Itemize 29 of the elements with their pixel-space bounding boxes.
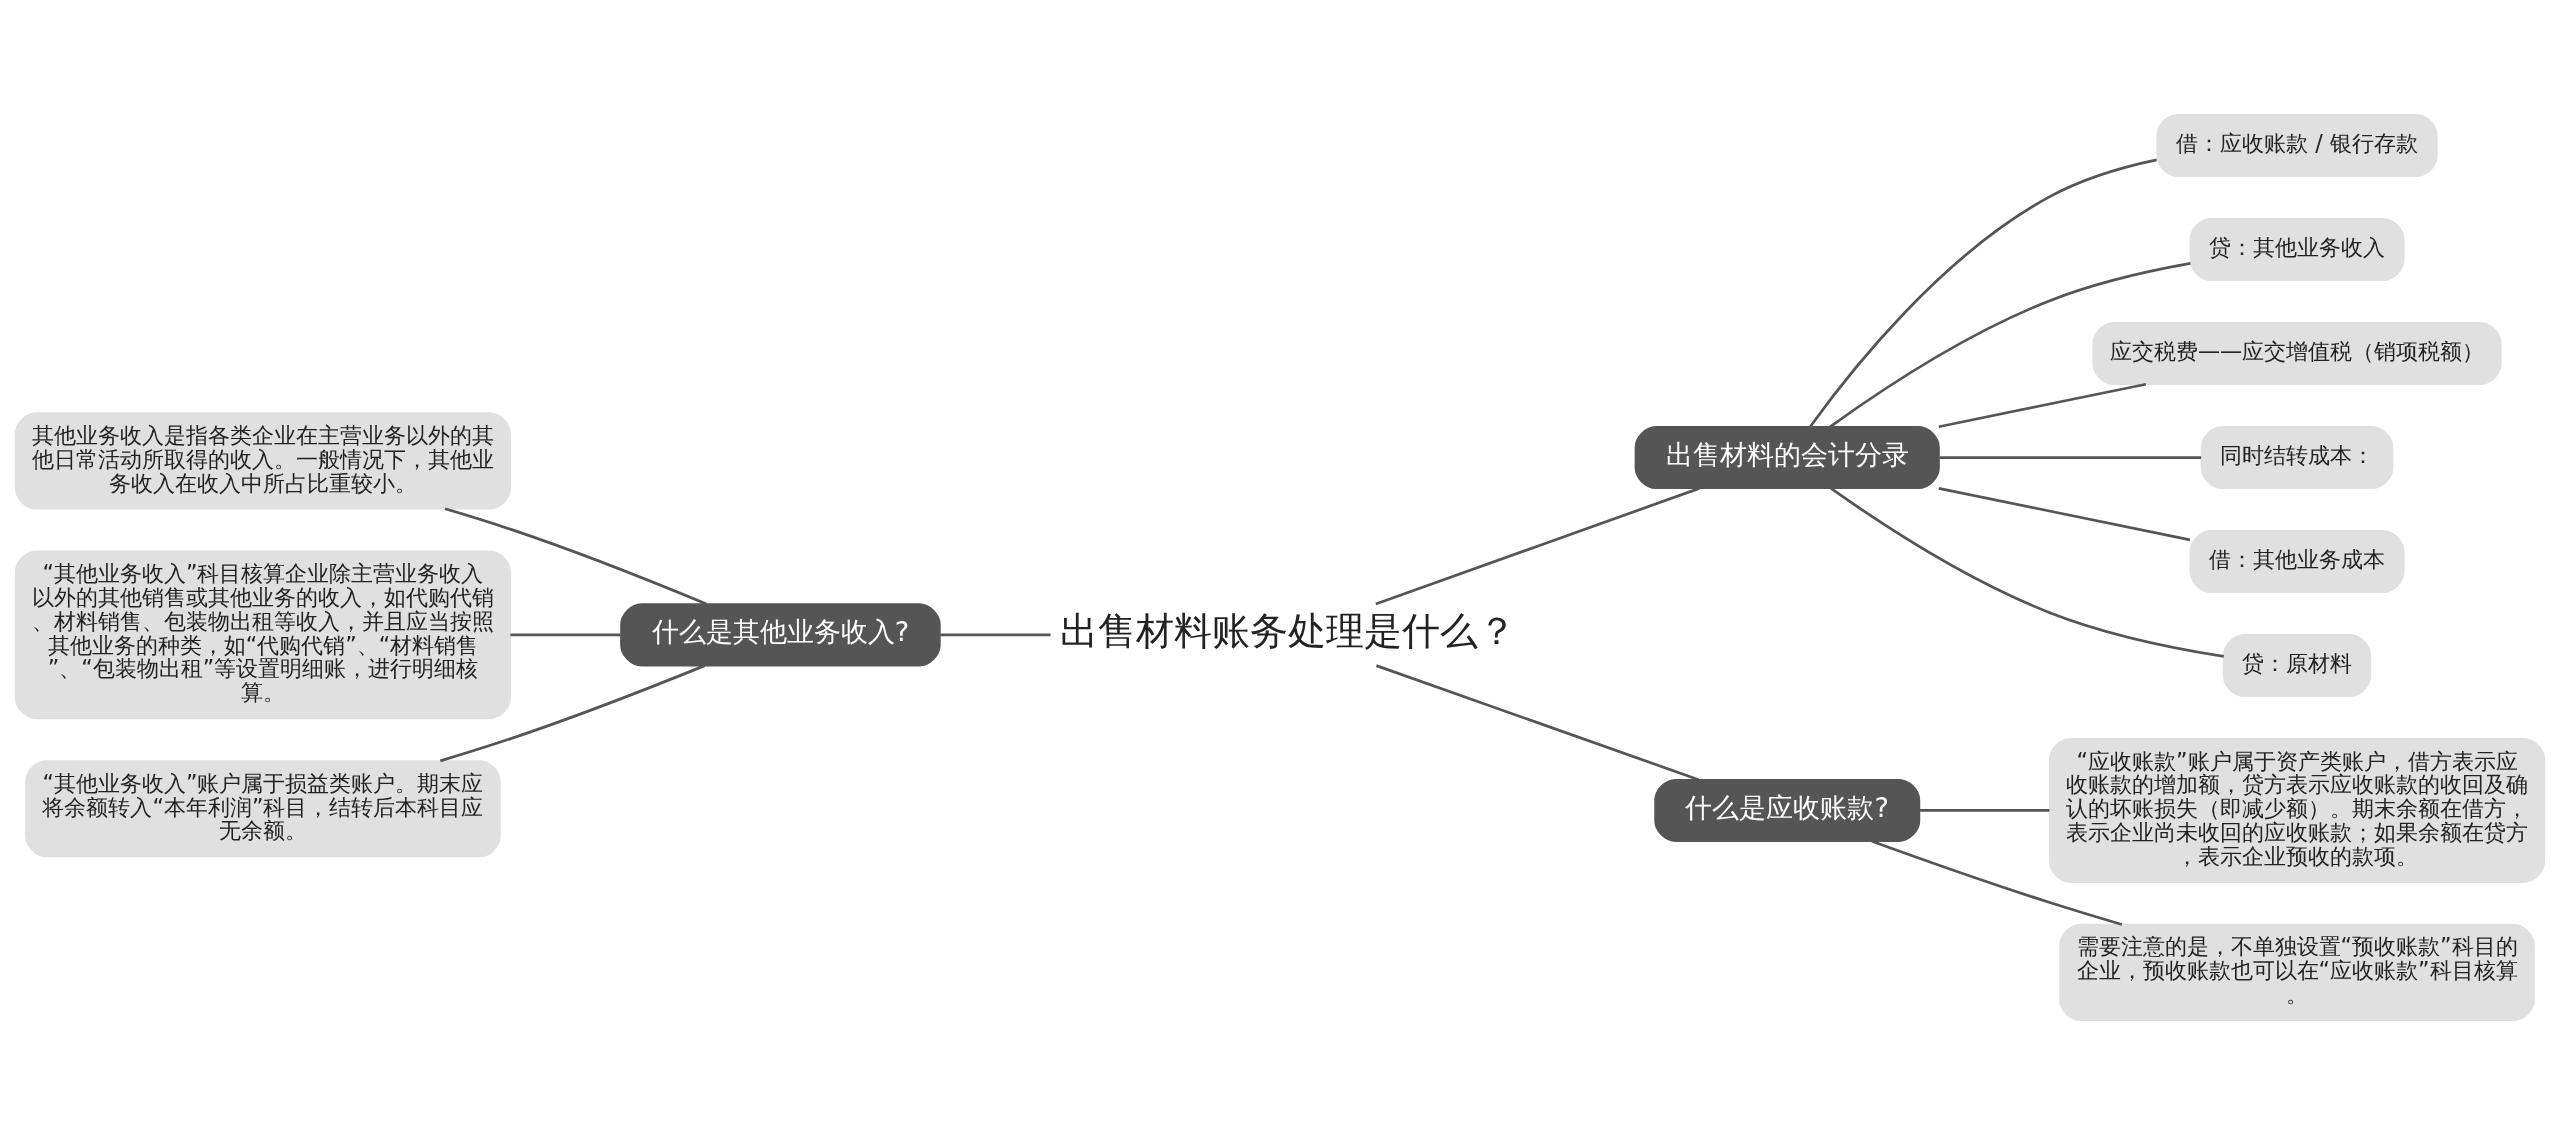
connector <box>1920 809 2050 812</box>
connector <box>1938 486 2191 542</box>
node-box: 什么是应收账款? <box>1654 778 1921 842</box>
node-box: 借：应收账款 / 银行存款 <box>2156 113 2438 178</box>
node-box: 同时结转成本： <box>2200 426 2394 490</box>
node-text: 出售材料账务处理是什么？ <box>1059 609 1516 654</box>
connector <box>439 664 706 763</box>
connector <box>1939 456 2202 459</box>
connector <box>1830 487 2224 658</box>
connector <box>1871 839 2123 926</box>
node-box: 贷：原材料 <box>2222 634 2372 698</box>
node-box: 什么是其他业务收入? <box>620 603 941 667</box>
node-box: 需要注意的是，不单独设置“预收账款”科目的企业，预收账款也可以在“应收账款”科目核算。 <box>2059 923 2535 1022</box>
node-box: 贷：其他业务收入 <box>2189 217 2405 282</box>
connector <box>510 633 621 637</box>
node-box: “其他业务收入”账户属于损益类账户。期末应将余额转入“本年利润”科目，结转后本科目应无余额。 <box>25 760 501 858</box>
connector <box>1375 487 1700 606</box>
connector <box>1938 382 2147 429</box>
node-box: 出售材料的会计分录 <box>1634 426 1940 490</box>
node-box: “其他业务收入”科目核算企业除主营业务收入以外的其他销售或其他业务的收入，如代购代销、材料销售、包装物出租等收入，并且应当按照其他业务的种类，如“代购代销”、“材料销售”、“包装物出租”等设置明细账，进行明细核算。 <box>14 550 512 720</box>
node-box: 其他业务收入是指各类企业在主营业务以外的其他日常活动所取得的收入。一般情况下，其他业务收入在收入中所占比重较小。 <box>14 412 512 510</box>
connector <box>1375 664 1700 781</box>
connector <box>444 507 708 606</box>
connector <box>940 633 1051 637</box>
node-box: 应交税费——应交增值税（销项税额） <box>2092 321 2502 386</box>
connector <box>1829 262 2191 428</box>
node-box: 借：其他业务成本 <box>2189 530 2405 594</box>
node-box: “应收账款”账户属于资产类账户，借方表示应收账款的增加额，贷方表示应收账款的收回及确认的坏账损失（即减少额）。期末余额在借方，表示企业尚未收回的应收账款；如果余额在贷方，表示企业预收的款项。 <box>2048 738 2546 883</box>
connector <box>1809 158 2157 428</box>
